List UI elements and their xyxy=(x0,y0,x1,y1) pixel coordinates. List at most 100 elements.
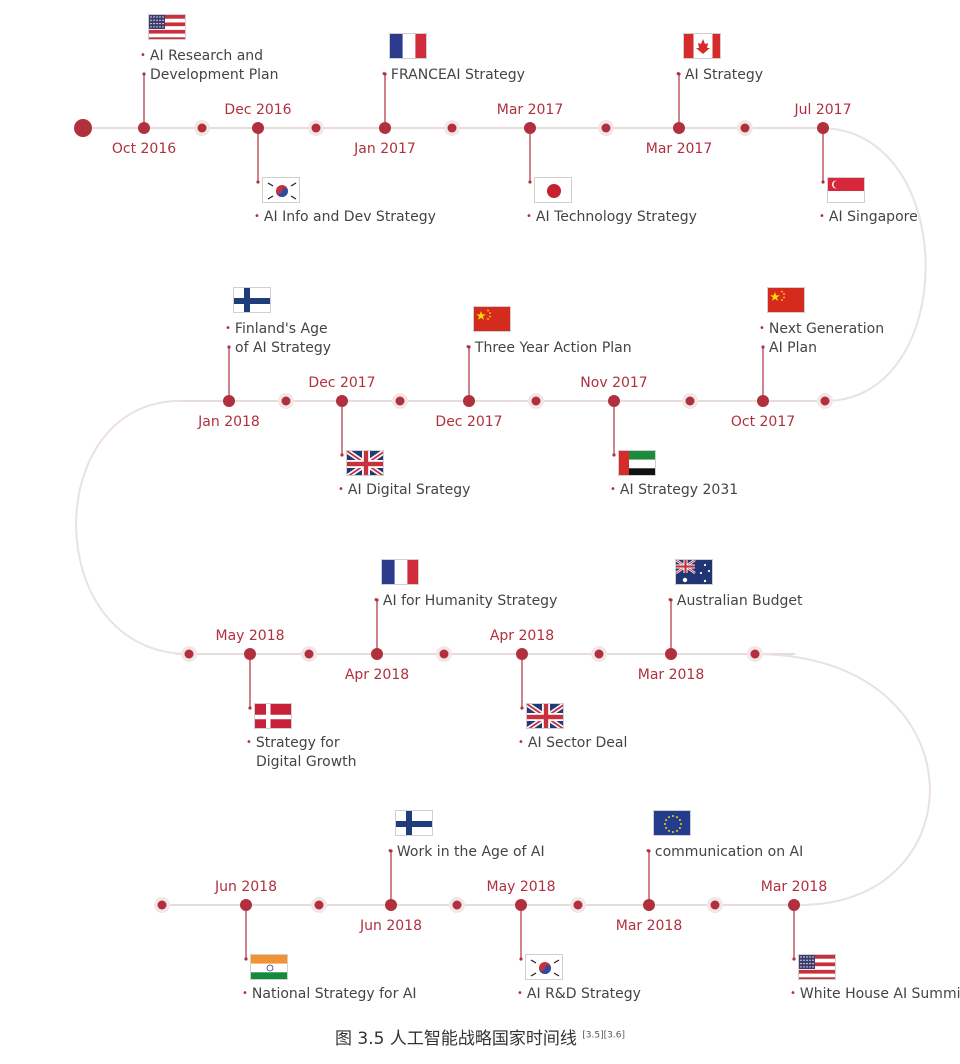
event-stem-tip xyxy=(520,706,524,710)
event-stem-tip xyxy=(677,72,681,76)
timeline-marker xyxy=(157,900,167,910)
event-stem-tip xyxy=(821,180,825,184)
event-label: •AI Singapore xyxy=(819,207,918,227)
event-label: •Three Year Action Plan xyxy=(465,338,632,358)
event-label: •Work in the Age of AI xyxy=(387,842,545,862)
event-dot xyxy=(336,395,348,407)
event-stem-tip xyxy=(761,345,765,349)
event-label-line: Australian Budget xyxy=(676,593,803,609)
event-label: •AI Technology Strategy xyxy=(526,207,697,227)
timeline-marker xyxy=(311,123,321,133)
timeline-marker xyxy=(750,649,760,659)
event-label: •AI Digital Srategy xyxy=(338,480,470,500)
event-dot xyxy=(665,648,677,660)
timeline-curve-left xyxy=(75,400,190,655)
event-date: Mar 2018 xyxy=(637,667,705,683)
event-dot xyxy=(240,899,252,911)
event-dot xyxy=(788,899,800,911)
uk-flag-icon xyxy=(346,450,384,476)
event-stem-tip xyxy=(375,598,379,602)
event-stem-tip xyxy=(389,849,393,853)
event-dot xyxy=(524,122,536,134)
event-stem-tip xyxy=(792,957,796,961)
event-dot xyxy=(608,395,620,407)
event-date: Jan 2018 xyxy=(198,414,260,430)
event-stem-tip xyxy=(227,345,231,349)
event-label: •AI Sector Deal xyxy=(518,733,627,753)
event-label-line: AI Singapore xyxy=(828,209,918,225)
event-dot xyxy=(673,122,685,134)
event-label: •AI for Humanity Strategy xyxy=(373,591,557,611)
event-stem-tip xyxy=(383,72,387,76)
singapore-flag-icon xyxy=(827,177,865,203)
bullet-icon: • xyxy=(675,69,681,80)
bullet-icon: • xyxy=(225,323,231,334)
bullet-icon: • xyxy=(254,211,260,222)
event-date: Apr 2018 xyxy=(344,667,410,683)
event-stem-tip xyxy=(248,706,252,710)
event-label-line: of AI Strategy xyxy=(235,340,332,356)
event-stem-tip xyxy=(647,849,651,853)
event-label-line: Finland's Age xyxy=(234,321,328,337)
event-label: •communication on AI xyxy=(645,842,803,862)
event-stem-tip xyxy=(669,598,673,602)
event-date: Apr 2018 xyxy=(489,628,555,644)
event-stem-tip xyxy=(519,957,523,961)
usa-flag-icon xyxy=(798,954,836,980)
timeline-curve-right xyxy=(819,127,927,402)
event-label-line: AI R&D Strategy xyxy=(526,986,641,1002)
event-date: Mar 2018 xyxy=(615,918,683,934)
event-stem-tip xyxy=(244,957,248,961)
event-dot xyxy=(371,648,383,660)
event-date: May 2018 xyxy=(486,879,556,895)
bullet-icon: • xyxy=(645,846,651,857)
event-label: •White House AI Summit xyxy=(790,984,960,1004)
event-label-line: Development Plan xyxy=(150,67,279,83)
event-label: •AI R&D Strategy xyxy=(517,984,641,1004)
canada-flag-icon xyxy=(683,33,721,59)
event-label-line: AI Digital Srategy xyxy=(347,482,471,498)
france-flag-icon xyxy=(389,33,427,59)
bullet-icon: • xyxy=(465,342,471,353)
event-label-line: AI Plan xyxy=(769,340,817,356)
uk-flag-icon xyxy=(526,703,564,729)
event-label-line: Strategy for xyxy=(255,735,340,751)
timeline-marker xyxy=(531,396,541,406)
bullet-icon: • xyxy=(819,211,825,222)
event-date: Mar 2018 xyxy=(760,879,828,895)
event-label: •National Strategy for AI xyxy=(242,984,417,1004)
event-stem-tip xyxy=(340,453,344,457)
event-dot xyxy=(138,122,150,134)
timeline-marker xyxy=(197,123,207,133)
bullet-icon: • xyxy=(242,988,248,999)
event-label: •FRANCEAI Strategy xyxy=(381,65,525,85)
australia-flag-icon xyxy=(675,559,713,585)
timeline-marker xyxy=(820,396,830,406)
timeline-marker xyxy=(281,396,291,406)
event-dot xyxy=(244,648,256,660)
denmark-flag-icon xyxy=(254,703,292,729)
finland-flag-icon xyxy=(233,287,271,313)
bullet-icon: • xyxy=(381,69,387,80)
japan-flag-icon xyxy=(534,177,572,203)
event-date: Jun 2018 xyxy=(215,879,277,895)
event-date: Oct 2017 xyxy=(730,414,796,430)
event-label-line: Work in the Age of AI xyxy=(396,844,545,860)
event-label: •AI Strategy xyxy=(675,65,763,85)
bullet-icon: • xyxy=(610,484,616,495)
china-flag-icon xyxy=(473,306,511,332)
event-date: Jan 2017 xyxy=(354,141,416,157)
event-date: Dec 2017 xyxy=(435,414,503,430)
timeline-marker xyxy=(601,123,611,133)
event-label-line: communication on AI xyxy=(654,844,804,860)
event-dot xyxy=(516,648,528,660)
event-stem-tip xyxy=(528,180,532,184)
event-date: Dec 2016 xyxy=(224,102,292,118)
event-label-line: FRANCEAI Strategy xyxy=(390,67,525,83)
event-dot xyxy=(463,395,475,407)
event-stem-tip xyxy=(142,72,146,76)
caption-refs: [3.5][3.6] xyxy=(582,1030,625,1041)
event-date: Mar 2017 xyxy=(645,141,713,157)
